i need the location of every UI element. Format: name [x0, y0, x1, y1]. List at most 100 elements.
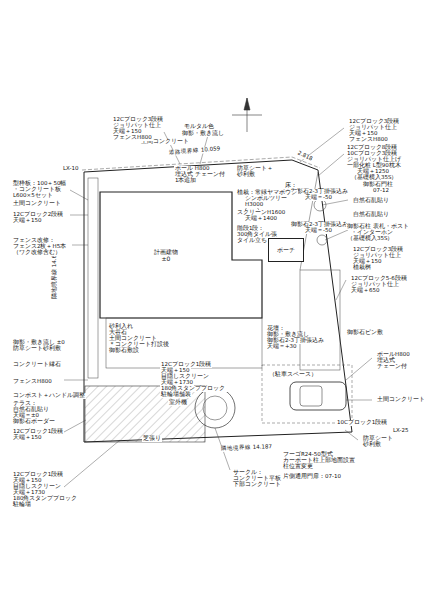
plan-note: 天端＋150 [348, 131, 379, 137]
node-text: 計画建物 [153, 248, 179, 255]
plan-note: 土間コンクリート [12, 201, 62, 207]
plan-note: 10Cブロック3段積 [346, 151, 398, 157]
plan-note: 埋込式 [376, 358, 396, 364]
plan-note: フェンス2枚＋H5本 [12, 244, 67, 250]
plan-note: 下部コンクリート [232, 482, 282, 488]
plan-note: 御影石ピン敷 [346, 330, 384, 336]
plan-note: 目隠しスクリーン [12, 484, 62, 490]
plan-note: 天端＋150 [12, 435, 43, 441]
plan-note: 12Cブロック2段積 [12, 212, 64, 218]
plan-note: 植栽：常緑ヤマボウシ [236, 190, 298, 196]
plan-note: 御影石2-3丁掛張込み [266, 338, 325, 344]
plan-note: 天端＋150 [12, 218, 43, 224]
plan-note: カーポート柱上部地面設置 [282, 458, 356, 464]
plan-note: サークル： [232, 470, 264, 476]
plan-note: L600×5セット [12, 193, 54, 199]
plan-note: 12Cブロック1段積 [160, 362, 212, 368]
plan-note: フーゴR24-50型式 [282, 452, 334, 458]
plan-note: 天端＋150 [352, 259, 383, 265]
plan-note: コンクリート平板 [232, 476, 282, 482]
plan-note: 砂利敷 [362, 442, 382, 448]
plan-note: 防草シート [362, 436, 394, 442]
plan-note: 12Cブロック3段積 [348, 119, 400, 125]
plan-note: （基礎横入35S） [346, 236, 395, 242]
porch-box: ポーチ [268, 238, 304, 262]
plan-note: シンボルツリー [244, 196, 288, 202]
plan-note: 御影石ボーダー [12, 419, 56, 425]
plan-note: 180角スタンプブロック [160, 386, 227, 392]
plan-note: テラス： [12, 401, 38, 407]
plan-note: 1本追加 [174, 178, 198, 184]
plan-note: 床： [284, 183, 298, 189]
plan-note: 片側通用門扉：07-10 [282, 474, 342, 480]
plan-note: ジョリパット仕上 [350, 282, 400, 288]
plan-note: 天端＝-50 [304, 195, 333, 201]
plan-note: 天端＋1400 [244, 216, 278, 222]
plan-note: 天端＝±0 [12, 413, 40, 419]
plan-note: 砂利入れ [108, 324, 134, 330]
plan-note: （ワク改修含む） [12, 250, 62, 256]
plan-note: 御影・敷き流し [181, 131, 225, 137]
plan-note: 埋込式 チェーン付 [174, 172, 226, 178]
plan-note: 天端＋1730 [160, 380, 194, 386]
plan-note: ・インターホン [350, 230, 394, 236]
plan-note: 道路境界線 10.059 [168, 146, 221, 155]
plan-note: 12Cブロック1段積 [12, 429, 64, 435]
plan-note: 自然石乱貼り [352, 198, 390, 204]
plan-note: 天端＋150 [12, 478, 43, 484]
plan-note: タイル立ち [236, 238, 268, 244]
plan-note: ジョリパット仕上げ [346, 157, 402, 163]
plan-note: 御影石2-3丁掛張込み [290, 222, 349, 228]
plan-note: 階段1段： [236, 226, 266, 232]
plan-note: 天端＝-50 [304, 228, 333, 234]
plan-note: 07-12 [372, 188, 390, 194]
plan-note: フェンスH800 [348, 137, 389, 143]
plan-note: ・コンクリート板 [12, 187, 62, 193]
plan-note: 10Cブロック1段積 [336, 420, 388, 426]
plan-note: 2.818 [296, 150, 314, 162]
plan-note: 12Cブロック3段積 [352, 247, 404, 253]
plan-note: 御影・敷き流し [266, 332, 310, 338]
plan-note: ポールH800 [376, 352, 411, 358]
plan-note: 天端＋150 [112, 129, 143, 135]
plan-note: 御影・敷き流し ±0 [12, 340, 66, 346]
plan-note: モルタル色 [183, 124, 215, 130]
plan-note: スクリーンH1600 [236, 210, 286, 216]
node-text: ±0 [161, 255, 172, 262]
plan-note: ＊コンクリート打設後 [108, 342, 170, 348]
plan-note: ポール H800 [174, 166, 210, 172]
plan-note: H3000 [244, 202, 264, 208]
plan-note: （基礎横入35S） [350, 175, 399, 181]
plan-note: LX-25 [392, 428, 410, 434]
plan-note: ジョリパット仕上 [112, 123, 162, 129]
plan-note: 天端＋650 [350, 288, 381, 294]
plan-note: 柱位置変更 [282, 464, 314, 470]
plan-note: 隣地境界線 14.187 [220, 444, 273, 451]
plan-note: 目隠しスクリーン [160, 374, 210, 380]
plan-note: 駐輪場 [12, 502, 32, 508]
plan-note: フェンス改修： [12, 238, 56, 244]
plan-note: 御影石門柱 [362, 182, 394, 188]
plan-note: 180角スタンプブロック [12, 496, 79, 502]
plan-note: 花壇： [266, 326, 286, 332]
plan-note: 12Cブロック5-6段積 [350, 276, 408, 282]
plan-note: ジョリパット仕上 [352, 253, 402, 259]
plan-note: 天端＝+30 [266, 344, 298, 350]
plan-note: フェンスH800 [112, 135, 153, 141]
building-outline: 計画建物±0 [100, 192, 232, 318]
plan-note: 御影石2-3丁掛張込み [290, 189, 349, 195]
plan-note: 防草シート砂利敷 [12, 346, 62, 352]
plan-note: 土間コンクリート [108, 336, 158, 342]
plan-note: ジョリパット仕上 [348, 125, 398, 131]
plan-note: 芝張り [142, 436, 162, 442]
plan-note: 自然石乱貼り [12, 407, 50, 413]
plan-note: 御影石柱 表札・ポスト [346, 224, 410, 230]
plan-note: 12Cブロック8段積 [346, 145, 398, 151]
plan-note: 室外機 [168, 400, 188, 406]
plan-note: 防草シート＋ [236, 166, 274, 172]
plan-note: コンポスト＋ハンドル調整 [12, 393, 86, 399]
plan-note: 天端＋1250 [356, 169, 390, 175]
plan-note: 300角タイル張 [236, 232, 279, 238]
plan-note: 植栽桝 [352, 265, 372, 271]
node-text: ポーチ [276, 246, 296, 253]
